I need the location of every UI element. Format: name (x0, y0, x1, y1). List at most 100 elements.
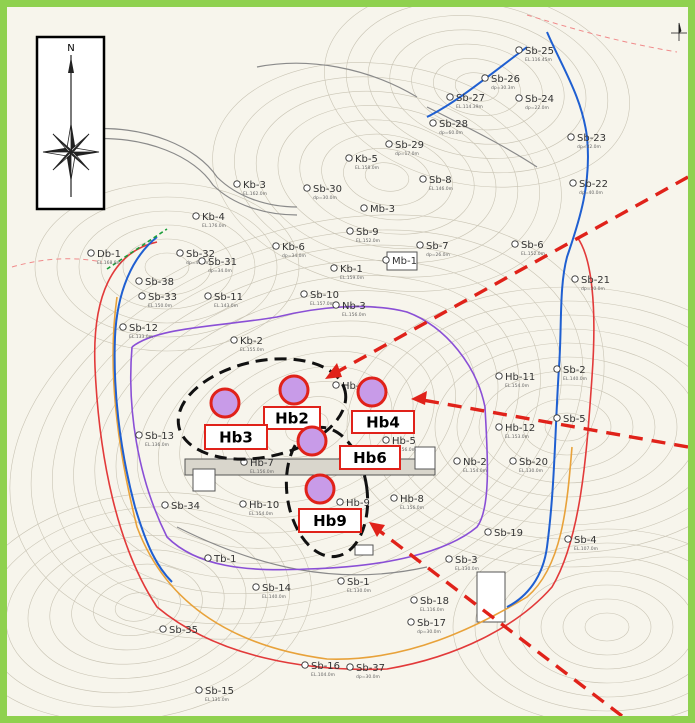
survey-point-label: Sb-8 (429, 175, 452, 186)
borehole-marker[interactable] (304, 473, 336, 505)
survey-point-label: Sb-22 (579, 179, 608, 190)
contour-line (343, 148, 431, 206)
survey-point-sublabel: EL.152.0m (356, 238, 380, 244)
survey-point-sublabel: dp=30.0m (356, 674, 380, 680)
borehole-label-box (351, 410, 415, 434)
contour-line (73, 259, 541, 595)
survey-point-marker (495, 423, 503, 431)
survey-point-sublabel: EL.107.0m (574, 546, 598, 552)
north-arrowhead-icon (68, 57, 74, 73)
survey-point-label: Sb-2 (563, 365, 586, 376)
survey-point-sublabel: EL.162.0m (243, 191, 267, 197)
contour-line (367, 15, 587, 159)
survey-point-marker (481, 74, 489, 82)
survey-point-label: Hb-7 (250, 458, 274, 469)
survey-point-label: Hb-12 (505, 423, 535, 434)
survey-point-label: Sb-27 (456, 93, 485, 104)
survey-point: Kb-2EL.155.0m (230, 336, 264, 353)
survey-point-sublabel: dp=30.0m (417, 629, 441, 635)
survey-point: Sb-1EL.130.0m (337, 577, 371, 594)
survey-point-label: Sb-23 (577, 133, 606, 144)
survey-point-marker (416, 241, 424, 249)
survey-point: Sb-7dp=26.0m (416, 241, 450, 258)
survey-point-sublabel: EL.155.0m (240, 347, 264, 353)
borehole-hb6: Hb6 (296, 425, 401, 470)
survey-point-marker (301, 661, 309, 669)
survey-point-sublabel: EL.140.0m (563, 376, 587, 382)
blue-boundary (113, 31, 589, 608)
purple-boundary (130, 305, 489, 571)
borehole-marker[interactable] (278, 374, 310, 406)
survey-point-sublabel: EL.176.0m (202, 223, 226, 229)
survey-point-sublabel: EL.130.0m (455, 566, 479, 572)
survey-point-label: Sb-5 (563, 414, 586, 425)
borehole-marker[interactable] (209, 387, 241, 419)
survey-point-sublabel: dp=30.3m (491, 85, 515, 91)
borehole-marker[interactable] (296, 425, 328, 457)
contour-line (78, 210, 256, 324)
survey-point-sublabel: EL.153.0m (505, 434, 529, 440)
survey-point-label: Sb-37 (356, 663, 385, 674)
survey-point-marker (119, 323, 127, 331)
site-map: Sb-25EL.116.45mSb-26dp=30.3mSb-27EL.114.… (7, 7, 688, 716)
green-dashed-line (106, 228, 168, 270)
survey-point-marker (511, 240, 519, 248)
contour-line (27, 535, 247, 679)
survey-point-label: Sb-17 (417, 618, 446, 629)
survey-point-label: Sb-32 (186, 249, 215, 260)
borehole-marker[interactable] (356, 376, 388, 408)
survey-point-sublabel: EL.114.39m (456, 104, 483, 110)
contour-line (345, 7, 609, 174)
survey-point-marker (300, 290, 308, 298)
survey-point-label: Nb-3 (342, 301, 366, 312)
survey-point-label: Hb-5 (392, 436, 416, 447)
contour-line (540, 584, 674, 670)
compass-rose: N (35, 35, 106, 211)
survey-point-sublabel: dp=30.0m (581, 286, 605, 292)
survey-point-marker (252, 583, 260, 591)
survey-point-marker (390, 494, 398, 502)
survey-point-label: Sb-18 (420, 596, 449, 607)
survey-point: Sb-9EL.152.0m (346, 227, 380, 244)
survey-point-label: Kb-4 (202, 212, 225, 223)
survey-point-sublabel: EL.154.0m (463, 468, 487, 474)
survey-point: Sb-8EL.146.0m (419, 175, 453, 192)
survey-point-label: Hb-11 (505, 372, 535, 383)
survey-point-sublabel: EL.156.0m (400, 505, 424, 511)
contour-line (7, 506, 290, 708)
direction-arrows (336, 175, 688, 716)
survey-point-label: Sb-35 (169, 625, 198, 636)
survey-point-label: Sb-31 (208, 257, 237, 268)
survey-point-label: Sb-13 (145, 431, 174, 442)
north-label: N (67, 43, 74, 54)
survey-point-marker (509, 457, 517, 465)
survey-point-sublabel: dp=30.0m (313, 195, 337, 201)
survey-point-label: Sb-12 (129, 323, 158, 334)
contour-line (474, 542, 688, 712)
survey-point-marker (382, 436, 390, 444)
faint-red-line-2 (11, 258, 103, 268)
survey-point: Mb-3 (360, 204, 395, 215)
survey-point-sublabel: EL.133.0m (129, 334, 153, 340)
survey-point-marker (410, 596, 418, 604)
contour-line (584, 612, 630, 642)
contour-line (122, 238, 212, 296)
survey-point-marker (337, 577, 345, 585)
survey-point-marker (192, 212, 200, 220)
survey-point-marker (159, 625, 167, 633)
survey-point-marker (346, 227, 354, 235)
survey-point-marker (332, 301, 340, 309)
borehole-label: Hb4 (366, 414, 400, 432)
survey-point-label: Hb-1 (342, 381, 366, 392)
survey-point-marker (345, 154, 353, 162)
contour-line (114, 592, 160, 622)
contour-line (496, 556, 688, 698)
contour-line (299, 119, 475, 235)
